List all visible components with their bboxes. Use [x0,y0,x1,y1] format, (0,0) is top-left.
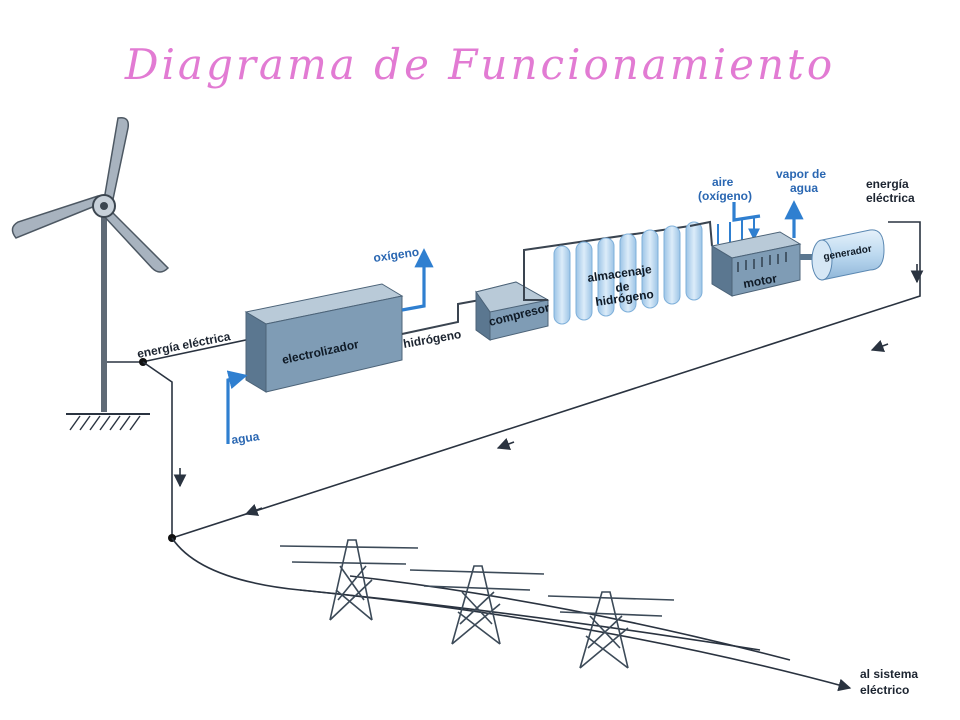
label-aire: aire [712,175,734,189]
label-oxigeno: oxígeno [372,245,420,265]
turbine-blade-top [103,116,130,206]
label-de: de [614,279,630,295]
label-motor: motor [742,271,778,291]
label-electrico: eléctrico [860,683,909,697]
arrow-left-1 [870,339,889,352]
motor-shaft [800,254,814,260]
wire-to-grid [171,537,852,692]
turbine-blade-left [11,195,101,239]
arrow-left-2 [496,437,515,450]
storage-to-motor-pipe [689,220,713,247]
power-pylon-3 [547,591,675,669]
label-al-sistema: al sistema [860,667,918,681]
electric-wires [107,221,924,692]
diagram-title: Diagrama de Funcionamiento [124,40,836,89]
wind-turbine [11,116,170,431]
hydrogen-pipe [401,299,481,335]
wire-grid-2 [299,589,761,651]
air-inlet-arrows [717,218,754,244]
wire-return-from-generator [171,221,921,539]
hydrogen-storage-tanks [553,221,703,325]
label-energia-electrica-left: energía eléctrica [136,329,232,361]
motor [710,231,802,297]
wire-grid-3 [349,575,791,661]
label-agua: agua [230,429,260,447]
label-hidrogeno: hidrógeno [402,327,462,351]
wire-down [142,361,173,538]
power-pylon-2 [409,565,545,645]
label-vapor: vapor de [776,167,826,181]
water-pipe [226,370,248,444]
label-energia-right: energía [866,177,909,191]
oxygen-pipe [401,248,434,312]
compressor [475,281,550,341]
label-vapor-agua: agua [790,181,818,195]
label-electrica-right: eléctrica [866,191,915,205]
electrolyzer [244,283,404,393]
air-pipe [732,202,761,222]
label-aire-oxigeno: (oxígeno) [698,189,752,203]
power-pylon-1 [279,539,419,621]
ground-hatch [69,415,141,431]
generator [811,229,885,281]
turbine-tower [101,212,107,412]
arrow-left-3 [244,503,263,516]
turbine-blade-right [100,209,170,273]
